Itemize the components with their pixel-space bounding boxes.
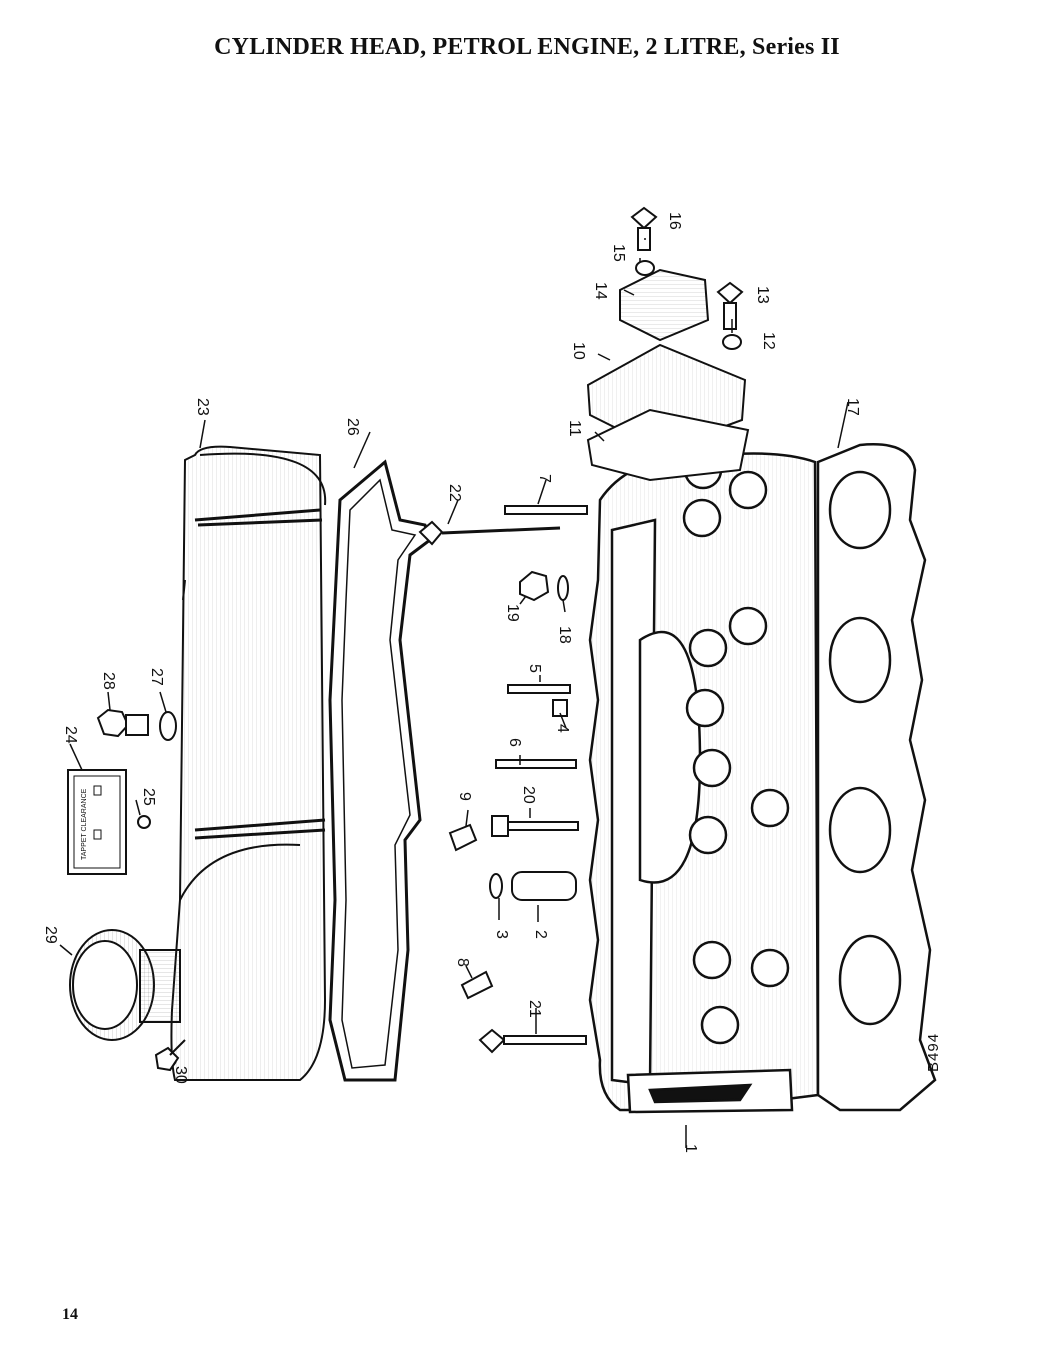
plug-2 xyxy=(511,871,577,901)
cylinder-head xyxy=(588,450,820,1114)
callout-20: 20 xyxy=(520,786,537,804)
stud-9 xyxy=(448,823,478,852)
bolt-head-16 xyxy=(630,206,658,230)
callout-5: 5 xyxy=(526,664,543,673)
callout-16: 16 xyxy=(666,212,683,230)
bolt-head-13 xyxy=(716,281,744,305)
callout-4: 4 xyxy=(554,724,571,733)
stud-7 xyxy=(504,505,588,515)
callouts: 1 2 3 4 5 6 7 8 9 10 11 12 13 14 15 16 1… xyxy=(42,212,942,1153)
stud-6 xyxy=(495,759,577,769)
bolt-head-20 xyxy=(491,815,509,837)
callout-30: 30 xyxy=(172,1066,189,1084)
washer-27 xyxy=(159,711,177,741)
bolt-shank-21 xyxy=(503,1035,587,1045)
bolt-head-21 xyxy=(478,1028,506,1054)
leader-lines xyxy=(59,238,849,1148)
callout-25: 25 xyxy=(140,788,157,806)
outlet-assembly xyxy=(586,206,750,482)
callout-2: 2 xyxy=(532,930,549,939)
cylinder-head-gasket xyxy=(816,443,937,1112)
callout-26: 26 xyxy=(344,418,361,436)
callout-12: 12 xyxy=(760,332,777,350)
callout-6: 6 xyxy=(506,738,523,747)
screw-25 xyxy=(137,815,151,829)
bolt-shank-22 xyxy=(441,526,561,535)
oil-filler-cap xyxy=(69,929,181,1041)
bolt-shank-16 xyxy=(637,227,651,251)
callout-22: 22 xyxy=(446,484,463,502)
callout-19: 19 xyxy=(504,604,521,622)
callout-17: 17 xyxy=(844,398,861,416)
callout-9: 9 xyxy=(456,792,473,801)
page-title: CYLINDER HEAD, PETROL ENGINE, 2 LITRE, S… xyxy=(214,34,840,60)
callout-21: 21 xyxy=(526,1000,543,1018)
callout-23: 23 xyxy=(194,398,211,416)
stud-5 xyxy=(507,684,571,694)
cap-nut xyxy=(96,708,149,738)
callout-27: 27 xyxy=(148,668,165,686)
dowel-4 xyxy=(552,699,568,717)
plate-label: TAPPET CLEARANCE xyxy=(81,788,88,860)
callout-14: 14 xyxy=(592,282,609,300)
stud-8 xyxy=(460,970,494,1000)
washer-12 xyxy=(722,334,742,350)
fasteners-column xyxy=(418,505,588,1054)
nut-19 xyxy=(519,570,550,602)
bolt-shank-20 xyxy=(507,821,579,831)
callout-24: 24 xyxy=(62,726,79,744)
rocker-cover xyxy=(170,445,327,1081)
callout-28: 28 xyxy=(100,672,117,690)
callout-29: 29 xyxy=(42,926,59,944)
callout-3: 3 xyxy=(493,930,510,939)
callout-10: 10 xyxy=(570,342,587,360)
bolt-shank-13 xyxy=(723,302,737,330)
callout-8: 8 xyxy=(454,958,471,967)
callout-1: 1 xyxy=(682,1144,699,1153)
page-number: 14 xyxy=(62,1306,78,1323)
washer-18 xyxy=(557,575,569,601)
rocker-cover-gasket xyxy=(328,459,432,1082)
outlet-gasket-11 xyxy=(586,408,750,482)
tappet-clearance-plate: TAPPET CLEARANCE xyxy=(67,769,127,875)
washer-15 xyxy=(635,260,655,276)
callout-18: 18 xyxy=(556,626,573,644)
callout-11: 11 xyxy=(566,420,583,437)
diagram-reference: B494 xyxy=(925,1033,942,1072)
washer-3 xyxy=(489,873,503,899)
callout-13: 13 xyxy=(754,286,771,304)
thermostat-housing-14 xyxy=(619,268,710,342)
callout-7: 7 xyxy=(536,474,553,483)
callout-15: 15 xyxy=(610,244,627,262)
